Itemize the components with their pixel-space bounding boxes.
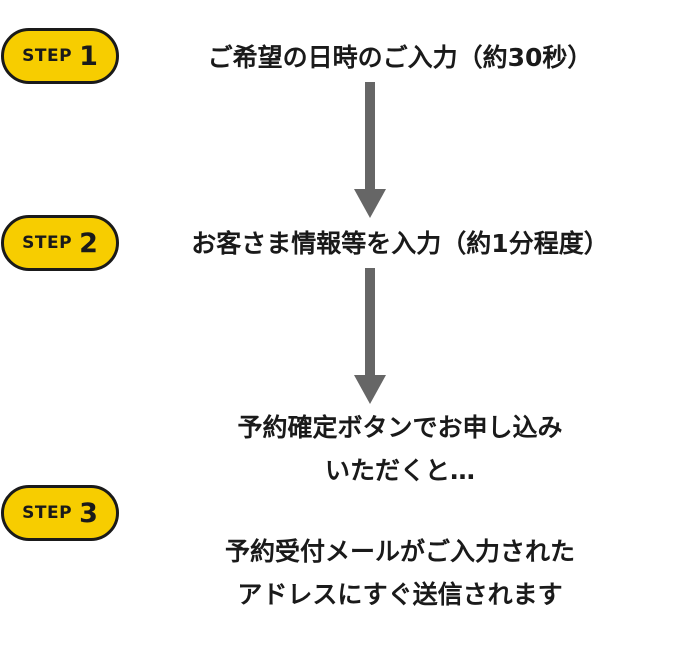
step-3-line: 予約確定ボタンでお申し込み <box>237 413 563 442</box>
step-1-line: ご希望の日時のご入力（約30秒） <box>207 43 593 72</box>
step-3-line: 予約受付メールがご入力された <box>224 537 575 566</box>
step-2-description: お客さま情報等を入力（約1分程度） <box>130 222 670 265</box>
step-3-badge: STEP 3 <box>1 485 119 541</box>
step-3-description-top: 予約確定ボタンでお申し込み いただくと… <box>130 406 670 492</box>
step-1-label: STEP <box>22 46 73 66</box>
step-2-number: 2 <box>79 227 98 259</box>
step-1-badge: STEP 1 <box>1 28 119 84</box>
step-1-number: 1 <box>79 40 98 72</box>
step-1-description: ご希望の日時のご入力（約30秒） <box>130 36 670 79</box>
step-2-label: STEP <box>22 233 73 253</box>
step-3-line: アドレスにすぐ送信されます <box>237 580 563 609</box>
down-arrow-icon <box>354 82 386 218</box>
down-arrow-icon <box>354 268 386 404</box>
step-3-line: いただくと… <box>324 456 475 485</box>
step-3-number: 3 <box>79 497 98 529</box>
step-3-description-bottom: 予約受付メールがご入力された アドレスにすぐ送信されます <box>130 530 670 616</box>
step-2-line: お客さま情報等を入力（約1分程度） <box>191 229 609 258</box>
step-2-badge: STEP 2 <box>1 215 119 271</box>
step-3-label: STEP <box>22 503 73 523</box>
